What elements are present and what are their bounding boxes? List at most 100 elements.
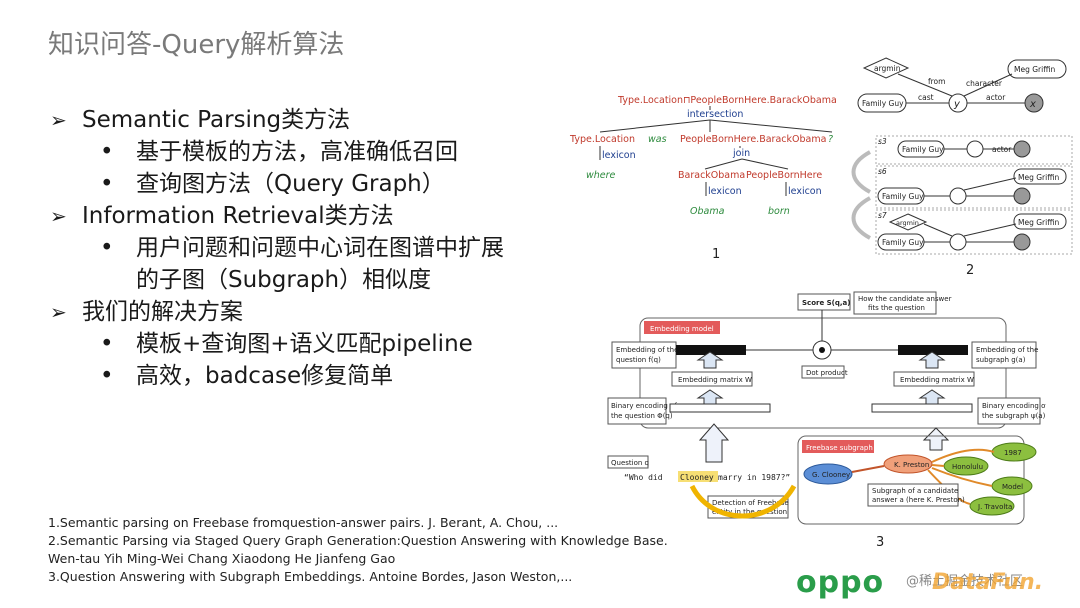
- bullet-level-1: ➢我们的解决方案: [50, 296, 590, 328]
- dot-bullet-icon: •: [100, 139, 114, 165]
- fig2-family-guy-s6: Family Guy: [882, 192, 924, 201]
- bullet-level-2: • 基于模板的方法，高准确低召回: [50, 136, 590, 168]
- fig1-where: where: [586, 170, 616, 181]
- figure-2-query-graph: argmin Meg Griffin Family Guy y x cast a…: [851, 57, 1073, 278]
- fig3-question-q: Question q: [611, 459, 649, 467]
- oppo-logo: oppo: [796, 565, 885, 600]
- fig3-k-preston: K. Preston: [894, 461, 929, 469]
- fig2-argmin-s7: argmin: [896, 219, 919, 227]
- fig2-family-guy: Family Guy: [862, 99, 904, 108]
- fig1-lexicon-2: lexicon: [708, 186, 742, 197]
- fig1-intersection: intersection: [687, 109, 743, 120]
- fig1-type-location: Type.Location: [569, 134, 635, 145]
- figure-3-subgraph-embeddings: Score S(q,a) How the candidate answer fi…: [607, 291, 1046, 550]
- fig3-matrix-q: Embedding matrix W: [678, 376, 752, 384]
- fig2-family-guy-s7: Family Guy: [882, 238, 924, 247]
- fig3-score-note-2: fits the question: [868, 304, 925, 312]
- bullet-list: ➢ Semantic Parsing类方法 • 基于模板的方法，高准确低召回 • 查询图方…: [50, 104, 590, 392]
- fig3-sub-note-2: answer a (here K. Preston): [872, 496, 965, 504]
- fig3-honolulu: Honolulu: [952, 463, 983, 471]
- bullet-level-2: • 模板+查询图+语义匹配pipeline: [50, 328, 590, 360]
- bullet-text: 查询图方法（Query Graph）: [136, 171, 445, 197]
- fig1-lexicon-1: lexicon: [602, 150, 636, 161]
- fig1-obama: Obama: [690, 206, 725, 217]
- dot-bullet-icon: •: [100, 331, 114, 357]
- fig3-bin-q-1: Binary encoding of: [611, 402, 677, 410]
- fig2-meg-s7: Meg Griffin: [1018, 218, 1059, 227]
- reference-2-authors: Wen-tau Yih Ming-Wei Chang Xiaodong He J…: [48, 551, 396, 566]
- fig3-emb-s-2: subgraph g(a): [976, 356, 1026, 364]
- bullet-level-2: • 查询图方法（Query Graph）: [50, 168, 590, 200]
- fig2-s6: s6: [878, 167, 887, 176]
- fig2-argmin: argmin: [874, 64, 901, 73]
- watermark-juejin: @稀土掘金技术社区: [906, 574, 1024, 589]
- fig1-born: born: [768, 206, 790, 217]
- bullet-text: 高效，badcase修复简单: [136, 363, 394, 389]
- fig2-s3: s3: [878, 137, 887, 146]
- bullet-text: Information Retrieval类方法: [82, 203, 394, 229]
- fig2-from: from: [928, 77, 945, 86]
- reference-2: 2.Semantic Parsing via Staged Query Grap…: [48, 533, 668, 548]
- fig2-y: y: [953, 99, 961, 110]
- fig1-barackobama: BarackObama: [678, 170, 745, 181]
- fig2-meg-s6: Meg Griffin: [1018, 173, 1059, 182]
- fig3-score: Score S(q,a): [802, 299, 850, 307]
- fig3-freebase-subgraph: Freebase subgraph: [806, 444, 873, 452]
- arrow-bullet-icon: ➢: [50, 204, 67, 228]
- fig3-question-highlight: Clooney: [680, 473, 714, 482]
- bullet-text: 模板+查询图+语义匹配pipeline: [136, 331, 473, 357]
- bullet-level-2: 的子图（Subgraph）相似度: [50, 264, 590, 296]
- fig2-character: character: [966, 79, 1003, 88]
- fig1-caption: 1: [712, 247, 720, 262]
- figure-1-semantic-parse-tree: Type.Location⊓PeopleBornHere.BarackObama…: [569, 95, 837, 262]
- bullet-level-2: • 用户问题和问题中心词在图谱中扩展: [50, 232, 590, 264]
- fig3-1987: 1987: [1004, 449, 1022, 457]
- fig2-caption: 2: [966, 263, 974, 278]
- fig1-peoplebornhere: PeopleBornHere: [746, 170, 822, 181]
- fig3-embedding-model: Embedding model: [650, 325, 714, 333]
- fig3-emb-q-1: Embedding of the: [616, 346, 678, 354]
- bullet-level-2: • 高效，badcase修复简单: [50, 360, 590, 392]
- arrow-bullet-icon: ➢: [50, 108, 67, 132]
- fig3-score-note-1: How the candidate answer: [858, 295, 952, 303]
- bullet-level-1: ➢ Information Retrieval类方法: [50, 200, 590, 232]
- bullet-text: Semantic Parsing类方法: [82, 107, 351, 133]
- fig2-family-guy-s3: Family Guy: [902, 145, 944, 154]
- dot-bullet-icon: •: [100, 235, 114, 261]
- fig3-travolta: J. Travolta: [977, 503, 1012, 511]
- fig3-emb-s-1: Embedding of the: [976, 346, 1038, 354]
- slide-title: 知识问答-Query解析算法: [48, 30, 345, 60]
- fig3-question-text-1: “Who did: [624, 473, 663, 482]
- fig2-x: x: [1029, 99, 1036, 110]
- fig3-bin-s-1: Binary encoding of: [982, 402, 1046, 410]
- fig2-meg: Meg Griffin: [1014, 65, 1055, 74]
- bullet-text: 的子图（Subgraph）相似度: [136, 267, 432, 293]
- fig1-q: ?: [828, 134, 833, 145]
- fig3-caption: 3: [876, 535, 884, 550]
- fig1-lexicon-3: lexicon: [788, 186, 822, 197]
- dot-bullet-icon: •: [100, 171, 114, 197]
- fig3-bin-q-2: the question Φ(q): [611, 412, 673, 420]
- fig3-question-text-2: marry in 1987?”: [718, 473, 790, 482]
- fig2-actor-s3: actor: [992, 145, 1012, 154]
- bullet-text: 用户问题和问题中心词在图谱中扩展: [136, 235, 504, 261]
- reference-3: 3.Question Answering with Subgraph Embed…: [48, 569, 573, 584]
- fig3-sub-note-1: Subgraph of a candidate: [872, 487, 958, 495]
- arrow-bullet-icon: ➢: [50, 300, 67, 324]
- reference-1: 1.Semantic parsing on Freebase fromquest…: [48, 515, 559, 530]
- bullet-level-1: ➢ Semantic Parsing类方法: [50, 104, 590, 136]
- fig2-cast: cast: [918, 93, 934, 102]
- fig3-dot-product: Dot product: [806, 369, 848, 377]
- bullet-text: 基于模板的方法，高准确低召回: [136, 139, 458, 165]
- fig3-emb-q-2: question f(q): [616, 356, 661, 364]
- fig1-root: Type.Location⊓PeopleBornHere.BarackObama: [617, 95, 837, 106]
- dot-bullet-icon: •: [100, 363, 114, 389]
- fig1-join: join: [732, 148, 750, 159]
- references: 1.Semantic parsing on Freebase fromquest…: [48, 514, 668, 586]
- fig3-matrix-s: Embedding matrix W: [900, 376, 974, 384]
- fig3-g-clooney: G. Clooney: [812, 471, 850, 479]
- fig1-mid: PeopleBornHere.BarackObama: [680, 134, 826, 145]
- fig3-bin-s-2: the subgraph ψ(a): [982, 412, 1046, 420]
- fig3-model: Model: [1002, 483, 1023, 491]
